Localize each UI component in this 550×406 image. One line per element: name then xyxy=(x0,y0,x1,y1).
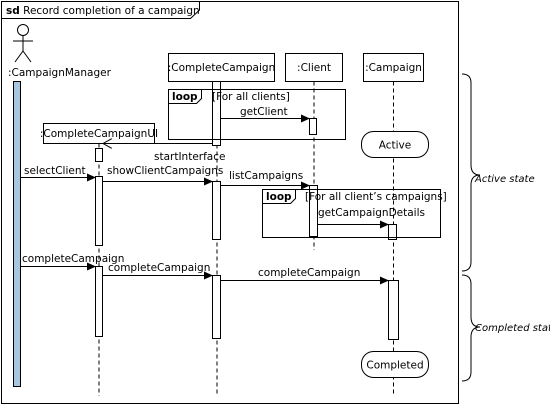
svg-text:Active: Active xyxy=(379,140,411,152)
message-complete-campaign-3: completeCampaign xyxy=(220,267,389,285)
actor-campaign-manager: :CampaignManager xyxy=(8,24,112,79)
message-list-campaigns: listCampaigns xyxy=(220,170,310,190)
actor-label: :CampaignManager xyxy=(8,67,112,79)
svg-text:startInterface: startInterface xyxy=(154,151,225,163)
lifeline-head-client: :Client xyxy=(285,53,343,82)
svg-text:Completed: Completed xyxy=(366,360,423,372)
svg-text:completeCampaign: completeCampaign xyxy=(258,267,360,279)
loop-keyword: loop xyxy=(266,191,292,203)
state-completed: Completed xyxy=(361,351,429,378)
message-start-interface: startInterface xyxy=(103,144,225,163)
loop-guard: [For all clients] xyxy=(212,91,290,103)
message-complete-campaign-2: completeCampaign xyxy=(102,262,213,280)
message-get-campaign-details: getCampaignDetails xyxy=(317,207,425,229)
lifeline-head-campaign: :Campaign xyxy=(363,53,424,82)
loop-fragment-clients: loop [For all clients] xyxy=(168,89,346,140)
svg-text:Completed state: Completed state xyxy=(475,323,550,334)
svg-text::Campaign: :Campaign xyxy=(365,62,422,74)
message-get-client: getClient xyxy=(220,106,310,123)
svg-text:listCampaigns: listCampaigns xyxy=(229,170,303,182)
stick-figure-icon xyxy=(13,24,33,63)
svg-text:completeCampaign: completeCampaign xyxy=(108,262,210,274)
message-show-client-campaigns: showClientCampaigns xyxy=(102,165,223,186)
lifeline-head-complete-campaign: :CompleteCampaign xyxy=(168,53,275,82)
svg-text:getCampaignDetails: getCampaignDetails xyxy=(318,207,425,219)
svg-text:showClientCampaigns: showClientCampaigns xyxy=(107,165,223,177)
message-complete-campaign-1: completeCampaign xyxy=(20,253,124,271)
diagram-frame: sd Record completion of a campaign xyxy=(1,1,459,404)
svg-text::CompleteCampaign: :CompleteCampaign xyxy=(168,62,275,74)
lifeline-head-ui: :CompleteCampaignUI xyxy=(40,123,158,144)
loop-keyword: loop xyxy=(172,91,198,103)
actor-activation-bar xyxy=(13,81,21,387)
svg-text::Client: :Client xyxy=(297,62,331,74)
svg-text:Active state: Active state xyxy=(474,174,535,185)
brace-active-state: Active state xyxy=(461,73,535,272)
svg-text:getClient: getClient xyxy=(240,106,288,118)
state-active: Active xyxy=(361,131,429,158)
frame-title: sd Record completion of a campaign xyxy=(6,5,200,17)
loop-fragment-campaigns: loop [For all client’s campaigns] xyxy=(262,189,447,238)
svg-text::CompleteCampaignUI: :CompleteCampaignUI xyxy=(40,128,158,140)
loop-guard: [For all client’s campaigns] xyxy=(305,191,447,203)
svg-text:selectClient: selectClient xyxy=(24,165,86,177)
brace-completed-state: Completed state xyxy=(461,274,550,382)
svg-text:completeCampaign: completeCampaign xyxy=(22,253,124,265)
message-select-client: selectClient xyxy=(20,165,96,182)
activation-bars xyxy=(95,81,399,340)
